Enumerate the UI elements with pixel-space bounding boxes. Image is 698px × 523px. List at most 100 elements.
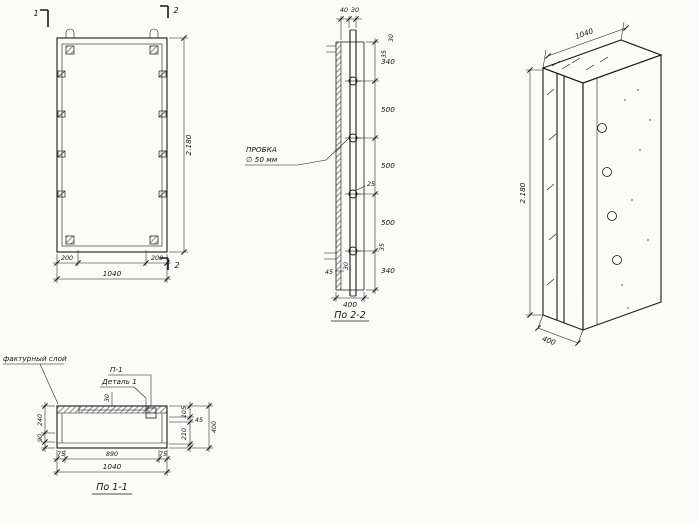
- section-1-1-view: фактурный слой П-1 Деталь 1 240 90: [3, 354, 218, 495]
- plan-top-dim: 30: [104, 392, 113, 406]
- facing-layer-hatch: [336, 42, 341, 290]
- section1-title: По 1-1: [92, 482, 132, 495]
- plan-right-chain: 105 45 210 400: [169, 402, 218, 452]
- plan-bottom-dimensions: 75 890 75 1040: [53, 450, 171, 476]
- section2-title-label: По 2-2: [334, 310, 366, 321]
- section-mark-1: 1: [33, 9, 49, 27]
- corner-anchor-icon: [65, 45, 75, 55]
- edge-embed-icon: [57, 70, 66, 78]
- section-2-2-view: 40 30 340 500 500 500 340 30 35 35 25: [245, 7, 395, 322]
- dim-500-2: 500: [381, 161, 395, 170]
- dim-45: 45: [325, 269, 333, 276]
- facing-layer-hatch: [57, 406, 167, 413]
- lifting-loop-icon: [65, 28, 75, 38]
- dim-30-bottom: 30: [343, 262, 350, 270]
- plug-icon: [602, 167, 612, 177]
- dim-75-right: 75: [159, 451, 167, 458]
- panel-inner-edge: [61, 43, 163, 247]
- section1-title-label: По 1-1: [96, 482, 128, 493]
- dim-500-1: 500: [381, 105, 395, 114]
- section-mark-1-label: 1: [33, 9, 38, 18]
- section2-title: По 2-2: [331, 310, 369, 322]
- dim-200-right: 200: [151, 255, 163, 262]
- front-bottom-dimensions: 200 200 1040: [53, 250, 171, 283]
- dim-400: 400: [343, 300, 357, 309]
- dim-400-plan: 400: [211, 421, 218, 433]
- dim-210: 210: [181, 428, 188, 440]
- section2-depth-dimension: 400: [331, 292, 369, 309]
- top-face-hatch: [551, 56, 609, 71]
- side-face-texture: [546, 88, 557, 286]
- corner-anchor-icon: [149, 235, 159, 245]
- detail-leader-line: [133, 386, 147, 408]
- plug-leader-line: [297, 138, 349, 166]
- iso-dim-1040: 1040: [574, 26, 595, 41]
- dim-340-bottom: 340: [381, 266, 395, 275]
- dim-500-3: 500: [381, 218, 395, 227]
- dim-35-bottom-right: 35: [379, 243, 386, 251]
- lifting-loop-icon: [149, 28, 159, 38]
- dim-240: 240: [37, 414, 44, 426]
- plug-icon: [612, 255, 622, 265]
- iso-height-dimension: 2.180: [518, 66, 543, 319]
- section2-45-dim: 45: [325, 269, 344, 276]
- corner-anchor-icon: [65, 235, 75, 245]
- dim-1040: 1040: [103, 269, 122, 278]
- corner-anchor-icon: [149, 45, 159, 55]
- front-view: 1 2 2 200 200 1040: [33, 5, 193, 283]
- dim-40: 40: [340, 7, 348, 14]
- dim-75-left: 75: [57, 451, 65, 458]
- section-mark-2-top: 2: [160, 5, 179, 18]
- section2-top-dimensions: 40 30: [336, 7, 362, 40]
- plug-label-line1: ПРОБКА: [246, 145, 277, 154]
- dim-45-plan: 45: [195, 417, 203, 424]
- iso-width-dimension: 1040: [542, 21, 630, 69]
- iso-dim-2180: 2.180: [518, 182, 527, 203]
- dim-1040-plan: 1040: [103, 462, 122, 471]
- edge-embed-icon: [158, 110, 167, 118]
- edge-embed-icon: [158, 190, 167, 198]
- edge-embed-icon: [158, 70, 167, 78]
- dim-90: 90: [37, 434, 44, 442]
- edge-embed-icon: [57, 190, 66, 198]
- detail-callout: П-1 Деталь 1: [100, 365, 152, 408]
- dim-30-plan: 30: [104, 394, 111, 402]
- dim-890: 890: [106, 451, 118, 458]
- plug-label-line2: ∅ 50 мм: [246, 155, 278, 164]
- plug-icon: [597, 123, 607, 133]
- dim-35-top-right: 35: [381, 50, 388, 58]
- dim-30: 30: [351, 7, 359, 14]
- section2-right-chain: 340 500 500 500 340 30 35 35: [358, 34, 395, 294]
- front-face-speckle: [621, 89, 651, 309]
- dim-105: 105: [181, 406, 188, 418]
- panel-side-face: [542, 67, 584, 331]
- section-mark-2-bottom: 2: [160, 257, 180, 270]
- panel-front-face: [582, 54, 662, 331]
- section-mark-2-top-label: 2: [173, 6, 178, 15]
- plug-icon: [607, 211, 617, 221]
- texture-leader-line: [39, 363, 59, 405]
- isometric-view: 1040 2.180 400: [518, 21, 663, 347]
- detail-label: Деталь 1: [101, 377, 137, 386]
- edge-embed-icon: [57, 150, 66, 158]
- edge-embed-icon: [57, 110, 66, 118]
- texture-layer-label: фактурный слой: [3, 354, 67, 363]
- plan-left-chain: 240 90: [37, 402, 55, 452]
- dim-200-left: 200: [61, 255, 73, 262]
- front-height-dimension: 2.180: [169, 34, 193, 256]
- section-mark-2-bottom-label: 2: [174, 261, 179, 270]
- edge-embed-icon: [158, 150, 167, 158]
- section2-mid-dimension: 25: [356, 181, 375, 191]
- dim-25: 25: [367, 181, 375, 188]
- p1-leader-line: [124, 374, 152, 406]
- iso-dim-400: 400: [541, 334, 558, 347]
- iso-depth-dimension: 400: [534, 314, 584, 347]
- texture-layer-callout: фактурный слой: [3, 354, 67, 405]
- dim-340-top: 340: [381, 57, 395, 66]
- panel-outline: [56, 37, 168, 253]
- plug-callout: ПРОБКА ∅ 50 мм: [245, 138, 349, 166]
- step-lines: [324, 45, 336, 260]
- dim-30-top-right: 30: [388, 34, 395, 42]
